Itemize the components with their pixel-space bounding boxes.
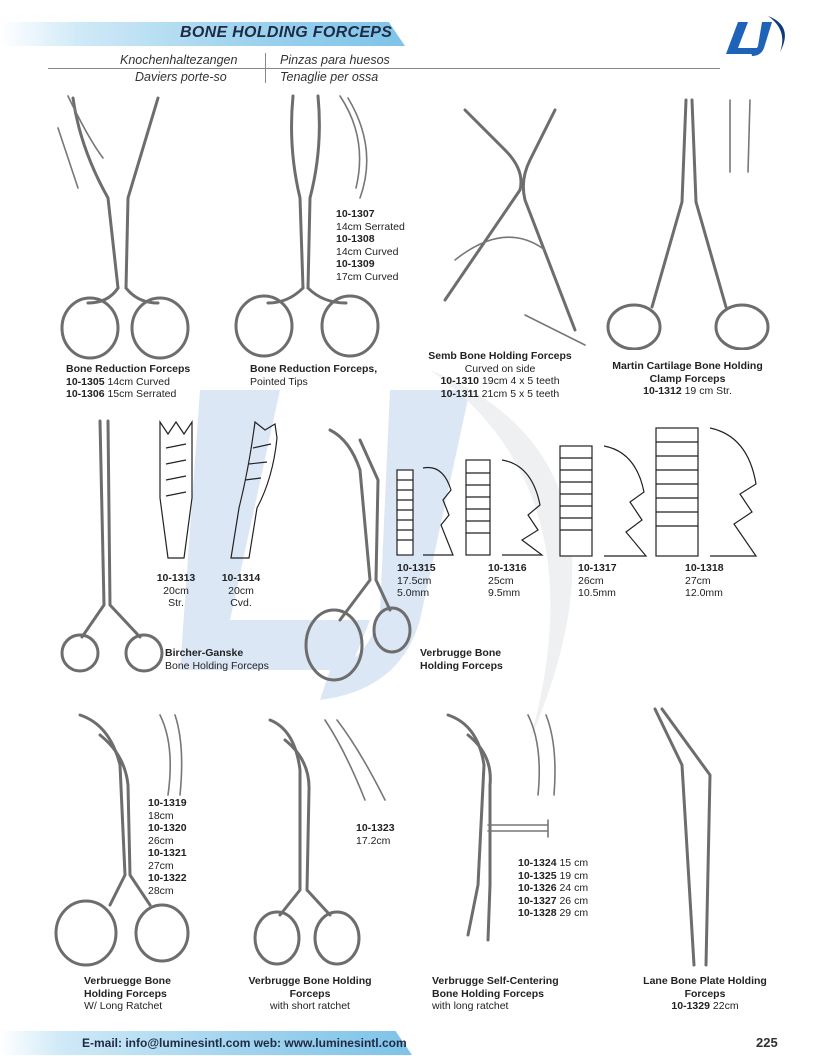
semb-bone-holding-forceps-image [443, 108, 586, 346]
page-title: BONE HOLDING FORCEPS [180, 24, 393, 41]
verbrugge-jaw-1315-drawing [396, 466, 454, 556]
title-italian: Tenaglie per ossa [280, 70, 379, 84]
bircher-jaw-curved-drawing [230, 420, 278, 559]
title-french: Daviers porte-so [135, 70, 227, 84]
verbrugge-jaw-1318-drawing [655, 427, 758, 557]
bircher-jaw-straight-drawing [159, 420, 193, 559]
verbrugge-forceps-image [304, 428, 412, 682]
company-logo-icon [726, 16, 785, 56]
bircher-ganske-forceps-image [60, 419, 164, 673]
title-german: Knochenhaltezangen [120, 53, 238, 67]
caption-p3: Semb Bone Holding Forceps Curved on side… [428, 350, 572, 400]
footer-banner [0, 1031, 412, 1055]
title-spanish: Pinzas para huesos [280, 53, 390, 67]
martin-cartilage-clamp-image [606, 98, 770, 350]
caption-p2: Bone Reduction Forceps, Pointed Tips [250, 363, 378, 388]
codes-p9: 10-1324 15 cm 10-1325 19 cm 10-1326 24 c… [518, 857, 589, 919]
page-number: 225 [756, 1035, 778, 1050]
lane-bone-plate-forceps-image [653, 707, 712, 967]
footer-contact: E-mail: info@luminesintl.com web: www.lu… [82, 1036, 407, 1050]
bone-reduction-pointed-forceps-image [234, 94, 380, 358]
header-separator [265, 53, 266, 83]
header-divider [48, 68, 720, 69]
verbruegge-long-ratchet-image [54, 713, 190, 967]
verbrugge-self-centering-image [446, 713, 556, 942]
verbrugge-short-ratchet-image [253, 718, 386, 966]
caption-p4: Martin Cartilage Bone Holding Clamp Forc… [612, 360, 763, 397]
bone-reduction-forceps-image [57, 95, 190, 360]
header-banner [0, 22, 405, 46]
verbrugge-jaw-1317-drawing [559, 445, 648, 557]
caption-p1: Bone Reduction Forceps 10-1305 14cm Curv… [66, 363, 191, 400]
verbrugge-jaw-1316-drawing [465, 459, 544, 556]
